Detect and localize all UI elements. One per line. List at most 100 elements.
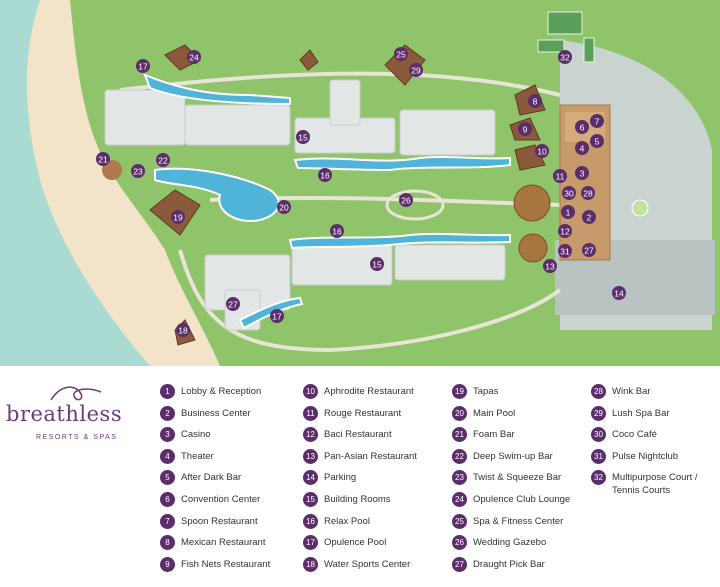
map-marker-13[interactable]: 13 (543, 259, 557, 273)
map-marker-27[interactable]: 27 (582, 243, 596, 257)
map-marker-17[interactable]: 17 (136, 59, 150, 73)
map-marker-17[interactable]: 17 (270, 309, 284, 323)
map-marker-21[interactable]: 21 (96, 152, 110, 166)
legend-number-badge: 27 (452, 556, 467, 572)
map-marker-10[interactable]: 10 (535, 144, 549, 158)
legend-item[interactable]: 20 Main Pool (452, 405, 570, 428)
legend-number-badge: 20 (452, 405, 467, 421)
fountain (631, 199, 649, 217)
map-marker-1[interactable]: 1 (561, 205, 575, 219)
map-marker-label: 32 (560, 53, 570, 63)
map-marker-24[interactable]: 24 (187, 50, 201, 64)
map-marker-12[interactable]: 12 (558, 224, 572, 238)
map-marker-5[interactable]: 5 (590, 134, 604, 148)
map-marker-label: 20 (279, 203, 289, 213)
map-marker-3[interactable]: 3 (575, 166, 589, 180)
map-marker-30[interactable]: 30 (562, 186, 576, 200)
legend-label: Foam Bar (473, 429, 515, 441)
map-marker-28[interactable]: 28 (581, 186, 595, 200)
map-marker-15[interactable]: 15 (370, 257, 384, 271)
map-marker-7[interactable]: 7 (590, 114, 604, 128)
legend-number-badge: 15 (303, 491, 318, 507)
map-marker-14[interactable]: 14 (612, 286, 626, 300)
legend-label: Lush Spa Bar (612, 407, 670, 419)
map-marker-31[interactable]: 31 (558, 244, 572, 258)
map-marker-label: 27 (584, 246, 594, 256)
map-marker-label: 12 (560, 227, 570, 237)
map-marker-label: 7 (595, 117, 600, 127)
map-marker-22[interactable]: 22 (156, 153, 170, 167)
map-marker-11[interactable]: 11 (553, 169, 567, 183)
map-marker-2[interactable]: 2 (582, 210, 596, 224)
map-marker-19[interactable]: 19 (171, 210, 185, 224)
legend-number-badge: 16 (303, 513, 318, 529)
legend-number-badge: 28 (591, 384, 606, 399)
map-marker-29[interactable]: 29 (409, 63, 423, 77)
map-marker-32[interactable]: 32 (558, 50, 572, 64)
map-marker-label: 23 (133, 167, 143, 177)
map-marker-25[interactable]: 25 (394, 47, 408, 61)
map-marker-label: 3 (580, 169, 585, 179)
map-marker-23[interactable]: 23 (131, 164, 145, 178)
map-marker-27[interactable]: 27 (226, 297, 240, 311)
legend-label: Pulse Nightclub (612, 450, 679, 462)
map-marker-16[interactable]: 16 (318, 168, 332, 182)
pool (154, 167, 280, 222)
map-marker-20[interactable]: 20 (277, 200, 291, 214)
legend-label: Tapas (473, 386, 499, 397)
legend-label: After Dark Bar (181, 472, 242, 484)
map-marker-18[interactable]: 18 (176, 323, 190, 337)
map-marker-26[interactable]: 26 (399, 193, 413, 207)
map-marker-4[interactable]: 4 (575, 141, 589, 155)
legend-label: Main Pool (473, 407, 516, 419)
walkway (119, 71, 561, 97)
map-marker-15[interactable]: 15 (296, 130, 310, 144)
legend-item[interactable]: 27 Draught Pick Bar (452, 556, 570, 579)
map-marker-6[interactable]: 6 (575, 120, 589, 134)
legend-number-badge: 8 (160, 535, 175, 551)
tennis-court (547, 11, 583, 35)
legend-number-badge: 24 (452, 491, 467, 507)
brand-name: breathless (6, 402, 123, 426)
map-marker-9[interactable]: 9 (518, 122, 532, 136)
map-marker-label: 30 (564, 189, 574, 199)
legend-number-badge: 32 (591, 470, 606, 486)
legend-number-badge: 30 (591, 427, 606, 443)
map-marker-8[interactable]: 8 (528, 94, 542, 108)
map-marker-16[interactable]: 16 (330, 224, 344, 238)
legend-label: Draught Pick Bar (473, 558, 545, 570)
legend-number-badge: 6 (160, 491, 175, 507)
legend-number-badge: 22 (452, 448, 467, 464)
